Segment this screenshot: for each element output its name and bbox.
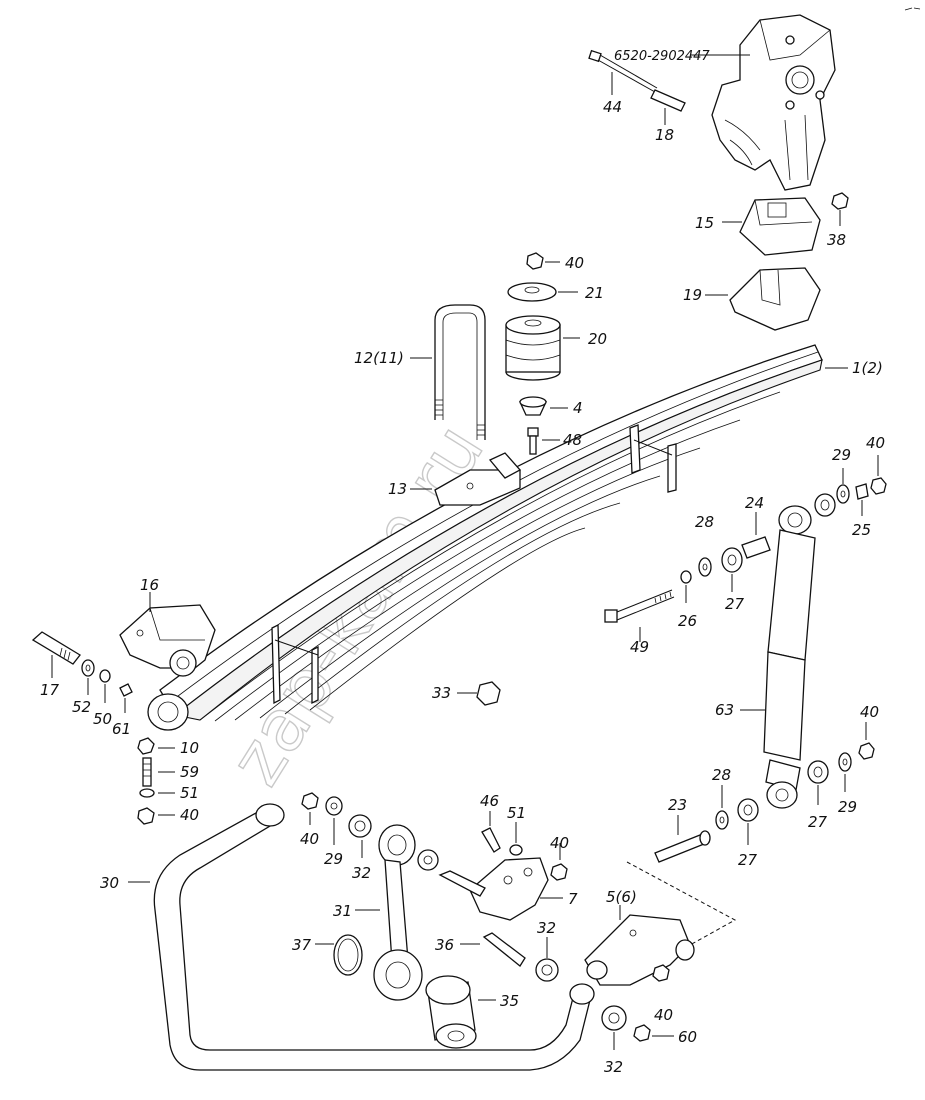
label-27-lower: 27 — [738, 851, 758, 869]
label-1: 1(2) — [852, 359, 883, 377]
label-28-top: 28 — [695, 513, 714, 531]
label-40-right-top: 40 — [866, 434, 885, 452]
label-23: 23 — [668, 796, 687, 814]
label-59: 59 — [180, 763, 199, 781]
label-61: 61 — [112, 720, 131, 738]
u-bolt-12 — [434, 304, 486, 440]
label-25: 25 — [852, 521, 871, 539]
label-50: 50 — [93, 710, 112, 728]
label-17: 17 — [40, 681, 60, 699]
stabilizer-bar-30 — [153, 803, 595, 1071]
label-29-top: 29 — [832, 446, 851, 464]
label-29-right: 29 — [838, 798, 857, 816]
sleeve-18 — [650, 89, 686, 112]
label-32-lower: 32 — [604, 1058, 623, 1076]
label-30: 30 — [100, 874, 119, 892]
label-part-number: 6520-2902447 — [614, 49, 710, 64]
pin-23 — [654, 830, 711, 863]
bushing-35 — [425, 975, 477, 1049]
leaf-spring-1 — [147, 344, 823, 731]
label-40-top: 40 — [565, 254, 584, 272]
label-26: 26 — [678, 612, 697, 630]
label-40-left: 40 — [180, 806, 199, 824]
label-40-lower: 40 — [654, 1006, 673, 1024]
label-10: 10 — [180, 739, 199, 757]
label-21: 21 — [585, 284, 604, 302]
pin-17 — [31, 631, 81, 665]
bolt-49 — [604, 589, 675, 623]
label-37: 37 — [292, 936, 312, 954]
label-18: 18 — [655, 126, 674, 144]
label-40-stab: 40 — [300, 830, 319, 848]
label-20: 20 — [588, 330, 607, 348]
label-16: 16 — [140, 576, 159, 594]
label-15: 15 — [695, 214, 714, 232]
label-31: 31 — [333, 902, 352, 920]
label-60: 60 — [678, 1028, 697, 1046]
label-35: 35 — [500, 992, 519, 1010]
label-51-left: 51 — [180, 784, 199, 802]
label-44: 44 — [603, 98, 622, 116]
label-4: 4 — [573, 399, 583, 417]
label-63: 63 — [715, 701, 734, 719]
label-52: 52 — [72, 698, 91, 716]
rubber-pad-15 — [739, 197, 821, 256]
label-12: 12(11) — [354, 349, 404, 367]
label-28-lower: 28 — [712, 766, 731, 784]
label-5-6: 5(6) — [606, 888, 637, 906]
label-40-right-mid: 40 — [860, 703, 879, 721]
label-46: 46 — [480, 792, 499, 810]
label-51-bracket: 51 — [507, 804, 526, 822]
front-spring-bracket — [711, 14, 836, 191]
bolt-44 — [588, 49, 658, 93]
bracket-5-6 — [584, 914, 695, 986]
label-36: 36 — [435, 936, 454, 954]
label-32-mid: 32 — [537, 919, 556, 937]
label-29-stab: 29 — [324, 850, 343, 868]
label-40-bracket: 40 — [550, 834, 569, 852]
rubber-buffer-20 — [505, 315, 561, 381]
label-19: 19 — [683, 286, 702, 304]
label-13: 13 — [388, 480, 407, 498]
link-31 — [373, 824, 423, 1001]
label-7: 7 — [568, 890, 578, 908]
bracket-7 — [438, 857, 549, 921]
label-27-top: 27 — [725, 595, 745, 613]
label-38: 38 — [827, 231, 846, 249]
label-27-right: 27 — [808, 813, 828, 831]
label-48: 48 — [563, 431, 582, 449]
label-33: 33 — [432, 684, 451, 702]
label-49: 49 — [630, 638, 649, 656]
bracket-16 — [119, 604, 216, 677]
saddle-13 — [434, 452, 522, 506]
label-32-stab: 32 — [352, 864, 371, 882]
bracket-pad-19 — [729, 267, 821, 331]
label-24: 24 — [745, 494, 764, 512]
shock-absorber-63 — [763, 505, 816, 809]
